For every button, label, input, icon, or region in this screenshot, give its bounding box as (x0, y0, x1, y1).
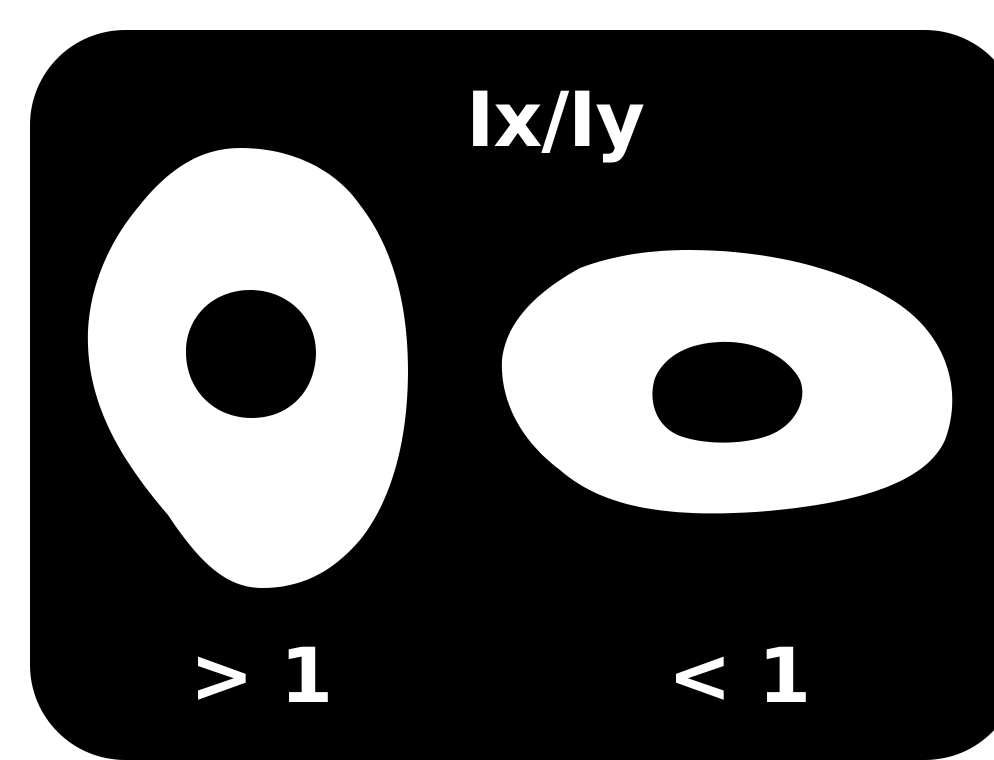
tall-ring-shape (88, 148, 408, 588)
diagram-title: Ix/Iy (440, 82, 670, 158)
wide-ring-shape (502, 250, 952, 513)
wide-ring-caption: < 1 (668, 638, 811, 714)
tall-ring-caption: > 1 (190, 638, 333, 714)
